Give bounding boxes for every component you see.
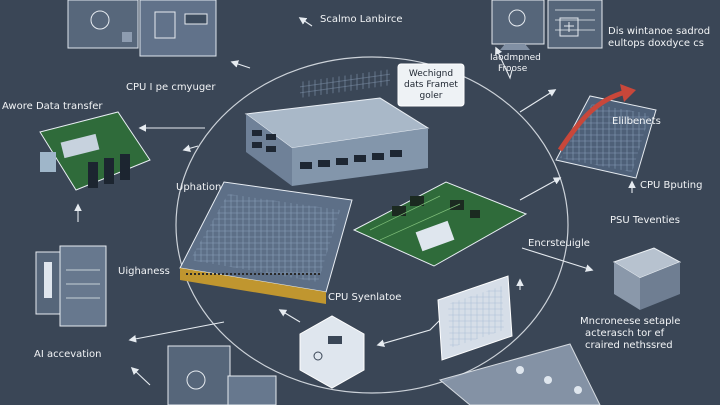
label-cpu-bputing: CPU Bputing [640, 180, 703, 191]
connector-arrows [74, 17, 636, 386]
label-top-right-1: Dis wintanoe sadrod [608, 26, 711, 37]
label-mncroneese-3: craired nethssred [585, 340, 673, 351]
growth-arrow-icon [555, 84, 657, 179]
label-ai-accevation: AI accevation [34, 349, 102, 360]
label-box-1: Wechignd [408, 69, 454, 79]
data-connector-icon [559, 17, 579, 37]
graphics-card-icon [39, 111, 151, 191]
label-small-right-1: Iaodmpned [490, 53, 541, 63]
processor-chip-icon [244, 69, 430, 186]
label-mncroneese-1: Mncroneese setaple [580, 316, 681, 327]
gpu-cube-icon [612, 247, 682, 310]
cpu-tile-icon [299, 315, 365, 389]
label-uighaness: Uighaness [118, 266, 170, 277]
circuit-display-icon [437, 275, 601, 405]
memory-module-icon [179, 181, 353, 304]
label-box-2: dats Framet [404, 80, 458, 90]
label-top-center: Scalmo Lanbirce [320, 14, 403, 25]
label-cpu-top-left: CPU I pe cmyuger [126, 82, 216, 93]
label-data-transfer: Awore Data transfer [2, 101, 103, 112]
label-box [397, 63, 465, 107]
label-box-3: goler [419, 91, 443, 101]
server-panel-icon [67, 0, 217, 57]
label-mncroneese-2: acterasch tor ef [585, 328, 665, 339]
motherboard-icon [352, 181, 528, 267]
label-elilbenets: Elilbenets [612, 116, 661, 127]
orbit-ring [175, 56, 569, 394]
monitor-icon [491, 0, 603, 50]
label-encrsteuigle: Encrsteuigle [528, 238, 590, 249]
cube-device-icon [167, 345, 277, 405]
label-psu: PSU Teventies [610, 215, 680, 226]
storage-tower-icon [35, 245, 107, 327]
label-cpu-syenlatoe: CPU Syenlatoe [328, 292, 402, 303]
label-small-right-2: Froose [498, 64, 528, 74]
label-top-right-2: eultops doxdyce cs [608, 38, 704, 49]
label-uphation: Uphation [176, 182, 222, 193]
